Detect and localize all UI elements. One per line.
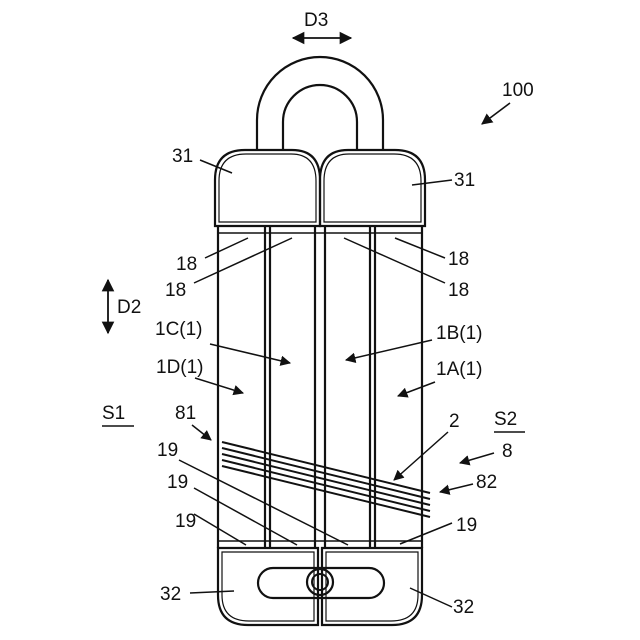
- bottom-cap-left: [218, 548, 318, 625]
- top-cap-right: [320, 150, 425, 226]
- label-ref32-right: 32: [453, 597, 474, 618]
- label-d2: D2: [117, 297, 141, 318]
- handle-loop-inner: [283, 85, 357, 150]
- label-ref18-c: 18: [448, 249, 469, 270]
- label-ref18-b: 18: [165, 280, 186, 301]
- label-ref32-left: 32: [160, 584, 181, 605]
- label-ref1D: 1D(1): [156, 357, 204, 378]
- handle-loop: [257, 57, 383, 150]
- label-ref1A: 1A(1): [436, 359, 482, 380]
- label-ref1B: 1B(1): [436, 323, 482, 344]
- label-ref8: 8: [502, 441, 513, 462]
- label-ref31-left: 31: [172, 146, 193, 167]
- top-cap-left: [215, 150, 320, 226]
- label-s2: S2: [494, 409, 517, 430]
- label-ref82: 82: [476, 472, 497, 493]
- label-ref19-d: 19: [456, 515, 477, 536]
- label-ref18-a: 18: [176, 254, 197, 275]
- label-d3: D3: [304, 10, 328, 31]
- label-ref2: 2: [449, 411, 460, 432]
- bottom-cap-right: [322, 548, 422, 625]
- label-ref19-a: 19: [157, 440, 178, 461]
- label-ref19-b: 19: [167, 472, 188, 493]
- label-ref81: 81: [175, 403, 196, 424]
- label-ref18-d: 18: [448, 280, 469, 301]
- label-ref1C: 1C(1): [155, 319, 203, 340]
- ref100-arrow: [482, 103, 510, 124]
- tube-bodies: [218, 226, 422, 548]
- label-ref100: 100: [502, 80, 534, 101]
- label-ref19-c: 19: [175, 511, 196, 532]
- label-ref31-right: 31: [454, 170, 475, 191]
- label-s1: S1: [102, 403, 125, 424]
- bottom-pivot-outer: [307, 569, 333, 595]
